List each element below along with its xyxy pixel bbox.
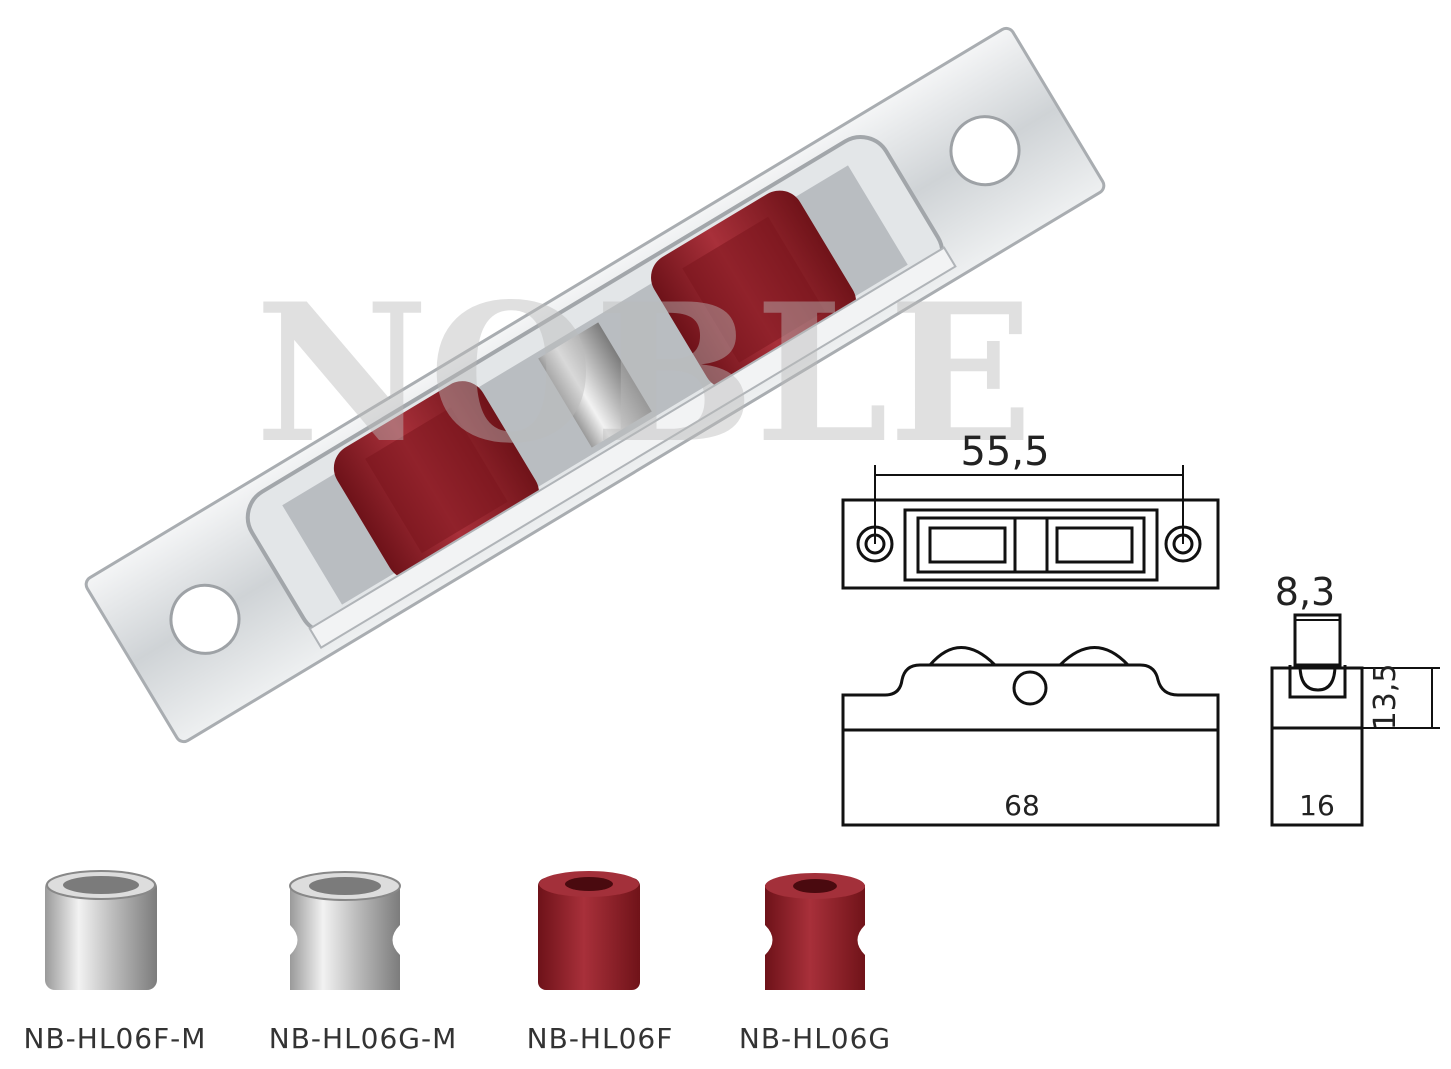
top-view-drawing xyxy=(841,465,1220,590)
dim-wheel-width: 8,3 xyxy=(1275,570,1335,614)
variant-label: NB-HL06F-M xyxy=(23,1022,207,1055)
mount-hole-right xyxy=(949,115,1021,187)
dim-width: 16 xyxy=(1299,789,1335,822)
dim-overall-length: 68 xyxy=(1004,789,1040,822)
bushing-plastic-grooved xyxy=(765,873,865,990)
axle-pin xyxy=(538,322,652,448)
variant-label: NB-HL06F xyxy=(526,1022,674,1055)
roller-assembly-photo xyxy=(84,26,1106,744)
mount-hole-left xyxy=(169,583,241,655)
bushing-plastic-flat xyxy=(538,871,640,990)
end-view-drawing xyxy=(1270,613,1440,827)
bushing-metal-grooved xyxy=(289,871,401,990)
dim-hole-spacing: 55,5 xyxy=(960,429,1049,475)
dim-height: 13,5 xyxy=(1368,664,1403,731)
watermark: NOBLE xyxy=(255,262,1033,485)
variant-label: NB-HL06G-M xyxy=(268,1022,458,1055)
variant-label: NB-HL06G xyxy=(738,1022,892,1055)
bushing-metal-flat xyxy=(45,870,157,990)
side-view-drawing xyxy=(841,646,1220,827)
